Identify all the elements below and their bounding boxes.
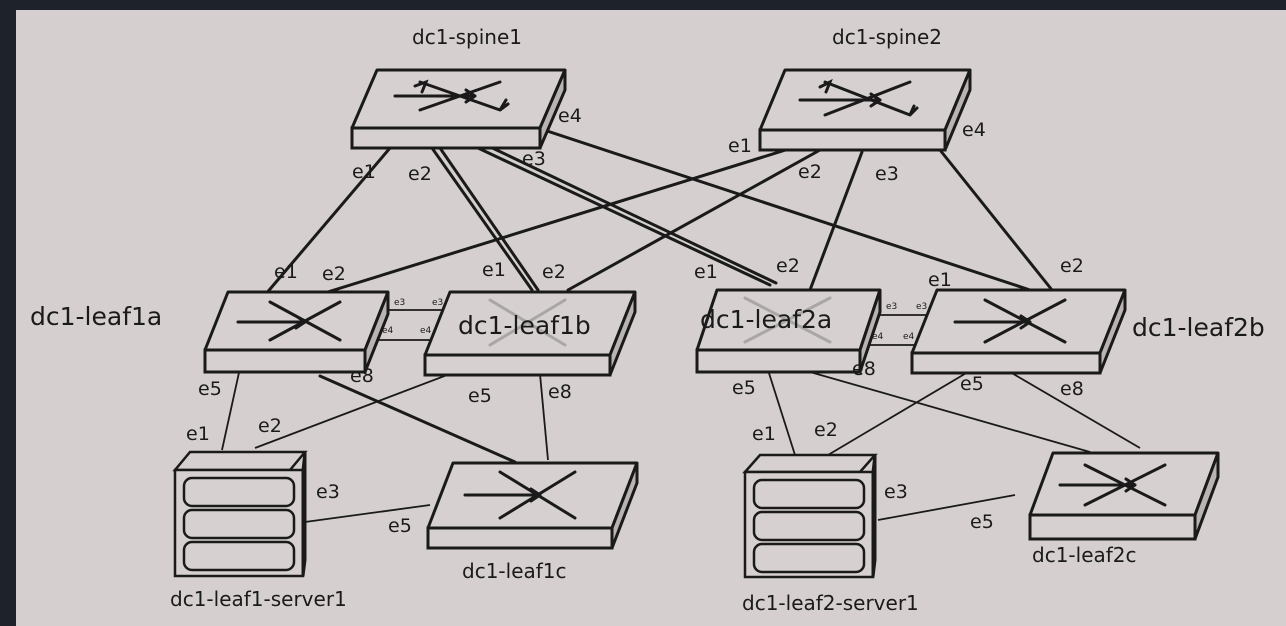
link-spine1-leaf2b [536, 126, 1032, 292]
port-label: e2 [814, 419, 838, 441]
link-leaf2b-leaf2c [1009, 371, 1141, 449]
link-spine2-leaf2b [938, 148, 1054, 292]
port-label: e2 [322, 263, 346, 285]
label-leaf2b: dc1-leaf2b [1132, 313, 1265, 342]
server-leaf2-server1[interactable] [742, 453, 878, 579]
node-labels: dc1-spine1 dc1-spine2 dc1-leaf1a dc1-lea… [30, 25, 1265, 615]
switch-leaf1a[interactable] [203, 290, 390, 374]
switch-leaf1b-icon [488, 298, 567, 347]
switch-leaf2a-icon [743, 296, 832, 344]
port-label: e2 [776, 255, 800, 277]
link-leaf1a-leaf1c [318, 374, 517, 464]
link-leaf2a-server2 [767, 369, 796, 456]
port-label: e8 [548, 381, 572, 403]
link-server2-leaf2c [877, 494, 1016, 521]
port-label: e3 [886, 302, 897, 312]
port-label: e3 [432, 298, 443, 308]
server-leaf1-server1[interactable] [172, 450, 308, 578]
switch-leaf1c[interactable] [426, 461, 639, 550]
switch-leaf2c-icon [1058, 463, 1167, 507]
port-label: e1 [186, 423, 210, 445]
port-labels: e1 e2 e3 e4 e1 e2 e3 e4 e1 e2 e3 e4 e5 e… [186, 105, 1084, 537]
link-spine1-leaf2a-b [482, 142, 778, 285]
port-label: e8 [350, 365, 374, 387]
switch-leaf2a[interactable] [695, 288, 882, 374]
port-label: e5 [198, 378, 222, 400]
link-server1-leaf1c [304, 504, 431, 523]
label-spine1: dc1-spine1 [412, 25, 522, 49]
port-label: e5 [970, 511, 994, 533]
port-label: e4 [872, 332, 884, 342]
link-spine1-leaf1a [263, 146, 392, 297]
port-label: e4 [420, 326, 432, 336]
port-label: e1 [274, 261, 298, 283]
label-leaf1b: dc1-leaf1b [458, 311, 591, 340]
port-label: e1 [752, 423, 776, 445]
port-label: e5 [732, 377, 756, 399]
port-label: e1 [728, 135, 752, 157]
port-label: e3 [875, 163, 899, 185]
label-leaf2c: dc1-leaf2c [1032, 543, 1137, 567]
port-label: e5 [468, 385, 492, 407]
link-spine2-leaf1a [316, 146, 794, 297]
switch-leaf1a-icon [236, 300, 342, 342]
label-leaf1c: dc1-leaf1c [462, 559, 567, 583]
port-label: e8 [1060, 378, 1084, 400]
port-label: e3 [316, 481, 340, 503]
switch-spine1[interactable] [350, 68, 567, 150]
port-label: e4 [558, 105, 582, 127]
port-label: e5 [960, 373, 984, 395]
port-label: e2 [1060, 255, 1084, 277]
link-leaf2b-server2 [827, 371, 969, 456]
port-label: e5 [388, 515, 412, 537]
link-leaf2a-leaf2c [809, 371, 1091, 453]
switch-leaf2b[interactable] [910, 288, 1127, 375]
label-spine2: dc1-spine2 [832, 25, 942, 49]
port-label: e4 [903, 332, 915, 342]
port-label: e2 [258, 415, 282, 437]
label-leaf2a: dc1-leaf2a [700, 305, 832, 334]
switch-leaf2b-icon [953, 298, 1067, 344]
link-spine2-leaf2a [808, 150, 864, 292]
port-label: e2 [542, 261, 566, 283]
port-label: e8 [852, 358, 876, 380]
port-label: e2 [798, 161, 822, 183]
label-server2: dc1-leaf2-server1 [742, 591, 919, 615]
link-leaf1b-server1 [254, 371, 456, 449]
link-spine2-leaf1b [566, 148, 822, 292]
switch-spine2-icon [798, 78, 919, 117]
port-label: e1 [694, 261, 718, 283]
link-spine1-leaf2a [476, 146, 772, 287]
port-label: e3 [916, 302, 927, 312]
switch-leaf1c-icon [463, 470, 577, 520]
link-leaf1a-server1 [221, 367, 241, 451]
port-label: e3 [394, 298, 405, 308]
label-leaf1a: dc1-leaf1a [30, 302, 162, 331]
port-label: e2 [408, 163, 432, 185]
port-label: e4 [962, 119, 986, 141]
port-label: e1 [482, 259, 506, 281]
port-label: e3 [884, 481, 908, 503]
switch-leaf1b[interactable] [423, 290, 637, 377]
link-spine1-leaf1b-b [438, 146, 540, 292]
port-label: e4 [382, 326, 394, 336]
switch-spine1-icon [393, 79, 510, 112]
port-label: e1 [352, 161, 376, 183]
switch-leaf2c[interactable] [1028, 451, 1220, 541]
link-spine1-leaf1b [430, 146, 534, 292]
port-label: e1 [928, 269, 952, 291]
port-label: e3 [522, 148, 546, 170]
links [221, 126, 1141, 523]
label-server1: dc1-leaf1-server1 [170, 587, 347, 611]
link-leaf1b-leaf1c [539, 373, 549, 461]
switch-spine2[interactable] [758, 68, 972, 152]
